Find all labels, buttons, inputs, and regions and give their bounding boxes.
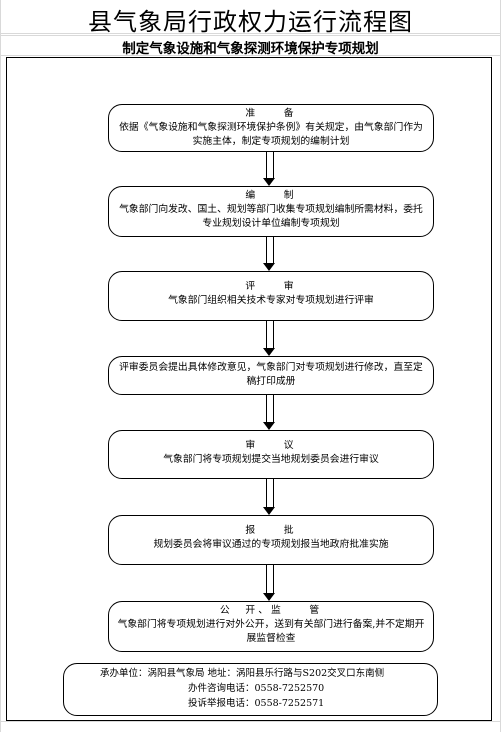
step-approve: 报 批 规划委员会将审议通过的专项规划报当地政府批准实施: [108, 515, 434, 565]
contact-unit-address: 承办单位：涡阳县气象局 地址：涡阳县乐行路与S202交叉口东南侧: [100, 668, 385, 679]
flow-arrow: [263, 565, 275, 601]
step-text: 评审委员会提出具体修改意见，气象部门对专项规划进行修改，直至定稿打印成册: [119, 362, 423, 387]
flow-arrow: [263, 152, 275, 186]
step-revise: 评审委员会提出具体修改意见，气象部门对专项规划进行修改，直至定稿打印成册: [108, 356, 434, 395]
step-heading: 评 审: [245, 281, 297, 292]
step-publish-supervise: 公 开、监 管 气象部门将专项规划进行对外公开，送到有关部门进行备案,并不定期开…: [108, 601, 434, 652]
flow-arrow: [263, 479, 275, 515]
step-text: 规划委员会将审议通过的专项规划报当地政府批准实施: [153, 539, 389, 550]
step-text: 气象部门将专项规划进行对外公开，送到有关部门进行备案,并不定期开展监督检查: [117, 619, 425, 644]
step-text: 依据《气象设施和气象探测环境保护条例》有关规定，由气象部门作为实施主体，制定专项…: [119, 122, 423, 147]
step-compile: 编 制 气象部门向发改、国土、规划等部门收集专项规划编制所需材料，委托专业规划设…: [108, 186, 434, 237]
flow-arrow: [263, 395, 275, 430]
step-heading: 公 开、监 管: [219, 605, 323, 616]
step-deliberate: 审 议 气象部门将专项规划提交当地规划委员会进行审议: [108, 430, 434, 479]
step-heading: 编 制: [245, 190, 297, 201]
step-heading: 准 备: [245, 108, 297, 119]
step-heading: 报 批: [245, 525, 297, 536]
page-subtitle: 制定气象设施和气象探测环境保护专项规划: [122, 41, 379, 57]
complaint-phone: 投诉举报电话：0558-7252571: [188, 698, 325, 709]
step-text: 气象部门向发改、国土、规划等部门收集专项规划编制所需材料，委托专业规划设计单位编…: [119, 204, 423, 229]
page-title: 县气象局行政权力运行流程图: [88, 8, 413, 36]
flow-arrow: [263, 321, 275, 356]
step-text: 气象部门组织相关技术专家对专项规划进行评审: [168, 295, 374, 306]
flow-arrow: [263, 237, 275, 271]
step-heading: 审 议: [245, 440, 297, 451]
consult-phone: 办件咨询电话：0558-7252570: [188, 683, 325, 694]
step-review: 评 审 气象部门组织相关技术专家对专项规划进行评审: [108, 271, 434, 321]
step-text: 气象部门将专项规划提交当地规划委员会进行审议: [163, 454, 379, 465]
contact-info-box: 承办单位：涡阳县气象局 地址：涡阳县乐行路与S202交叉口东南侧 办件咨询电话：…: [63, 663, 438, 716]
step-prepare: 准 备 依据《气象设施和气象探测环境保护条例》有关规定，由气象部门作为实施主体，…: [108, 104, 434, 152]
